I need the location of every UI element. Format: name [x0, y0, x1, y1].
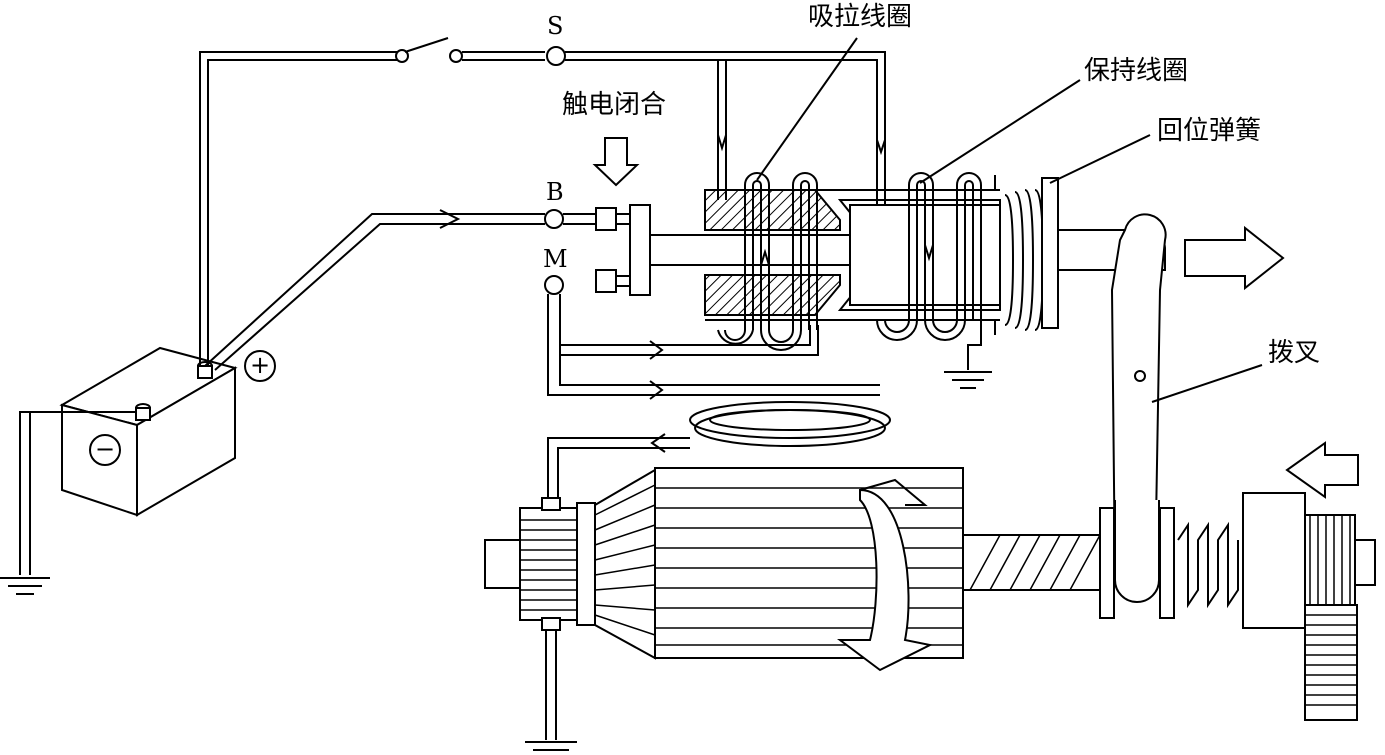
- arrow-pull-coil: [760, 248, 770, 266]
- label-contact-closed: 触电闭合: [562, 90, 667, 120]
- spring-plate: [1041, 177, 1059, 329]
- arrow-to-b: [439, 209, 461, 229]
- pull-coil: [717, 172, 818, 351]
- arrow-down-hold: [876, 139, 886, 156]
- arrow-plunger-move: [1184, 225, 1285, 291]
- wire-to-switch: [199, 51, 545, 366]
- collar-left: [1099, 507, 1115, 619]
- armature: [654, 467, 964, 659]
- core-upper: [704, 189, 841, 231]
- arrow-hold-coil: [924, 244, 934, 262]
- ignition-switch: [395, 37, 463, 63]
- battery-positive-sign: +: [249, 351, 271, 379]
- terminal-s-connector: [546, 46, 566, 66]
- battery-positive-symbol: [244, 350, 276, 382]
- arrow-field: [650, 433, 666, 453]
- drive-spring: [1177, 521, 1239, 609]
- rotation-arrow: [837, 488, 934, 672]
- battery-negative-symbol: [89, 434, 121, 466]
- collar-right: [1159, 507, 1175, 619]
- clutch: [1242, 492, 1306, 629]
- pinion: [1304, 514, 1356, 606]
- arrow-up-pull: [717, 134, 727, 152]
- arrow-m-motor: [649, 380, 664, 400]
- contact-disk: [629, 204, 651, 296]
- label-hold-coil: 保持线圈: [1084, 56, 1189, 86]
- core-lower: [704, 274, 841, 316]
- terminal-m-label: M: [543, 245, 568, 273]
- return-spring: [1004, 177, 1059, 331]
- contact-m: [595, 269, 617, 293]
- arrow-m-coil: [649, 340, 664, 360]
- armature-taper: [594, 468, 656, 660]
- fork-pivot: [1134, 370, 1146, 382]
- solenoid: [595, 172, 1166, 389]
- hold-coil: [876, 172, 982, 341]
- label-return-spring: 回位弹簧: [1157, 116, 1262, 146]
- label-pull-coil: 吸拉线圈: [808, 2, 913, 32]
- arrow-pinion-move: [1285, 441, 1359, 499]
- label-shift-fork: 拨叉: [1268, 338, 1321, 368]
- field-winding: [689, 401, 891, 447]
- starter-motor: [484, 467, 1376, 721]
- brush-top: [541, 497, 561, 511]
- wire-to-b: [204, 209, 545, 371]
- ground-left: [0, 411, 136, 595]
- contact-rod: [649, 234, 851, 266]
- ground-motor: [525, 630, 577, 751]
- arrow-contact-close: [592, 137, 640, 187]
- flywheel-ring-gear: [1304, 604, 1358, 721]
- battery-negative-sign: −: [94, 435, 116, 463]
- terminal-s-label: S: [547, 12, 564, 40]
- helical-shaft: [962, 534, 1104, 591]
- terminal-b-connector: [544, 209, 564, 229]
- contact-b: [595, 207, 617, 231]
- brush-bottom: [541, 617, 561, 631]
- commutator: [519, 507, 581, 621]
- battery: [59, 346, 276, 517]
- terminal-m-connector: [544, 275, 564, 295]
- terminal-b-label: B: [546, 178, 564, 206]
- leader-lines: [756, 37, 1263, 403]
